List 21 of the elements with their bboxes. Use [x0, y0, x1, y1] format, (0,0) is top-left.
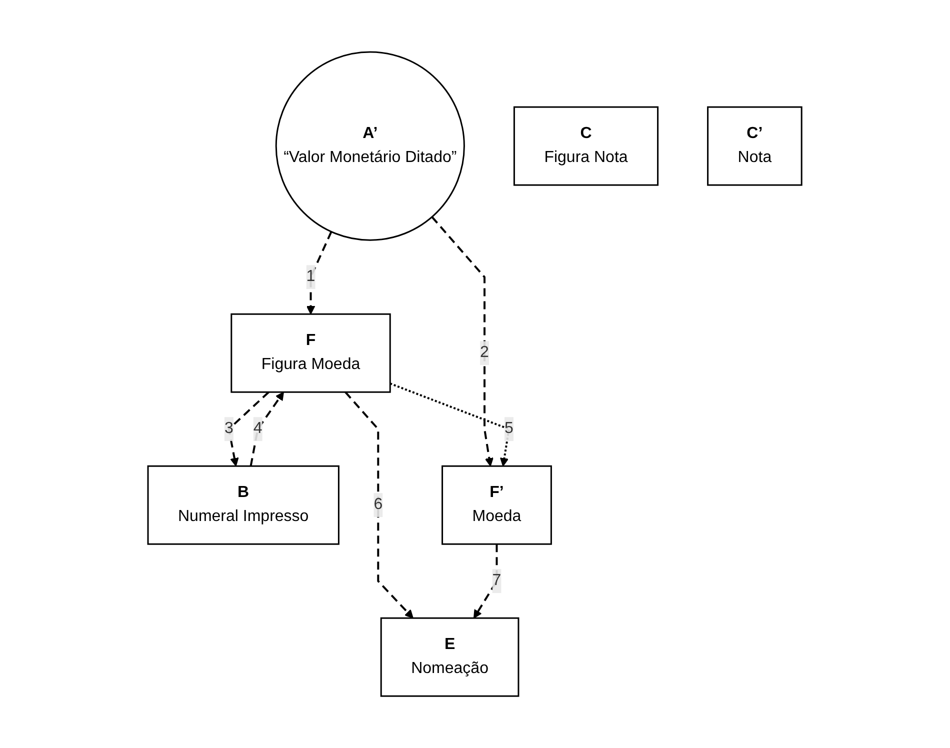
node-box: C’ Nota: [707, 106, 803, 186]
arrow: [390, 382, 510, 466]
arrow: [228, 391, 270, 466]
edge-label: 5: [504, 420, 514, 438]
node-box: C Figura Nota: [514, 106, 659, 186]
node-box: F’ Moeda: [442, 465, 552, 545]
edge-label: 4: [254, 420, 262, 438]
arrow: [250, 392, 284, 466]
edge-label: 3: [224, 420, 234, 438]
node-box: F Figura Moeda: [230, 313, 392, 393]
arrow: [306, 231, 332, 314]
edge-label: 2: [480, 344, 490, 362]
arrow: [474, 544, 498, 618]
node-box: B Numeral Impresso: [147, 465, 340, 545]
edge-label: 7: [492, 572, 502, 590]
node-box: E Nomeação: [380, 617, 520, 697]
node-circle: A’ “Valor Monetário Ditado”: [276, 51, 466, 241]
arrow: [431, 216, 494, 466]
edge-label: 1: [306, 268, 316, 286]
edge-label: 6: [374, 496, 383, 514]
arrow: [344, 391, 414, 618]
